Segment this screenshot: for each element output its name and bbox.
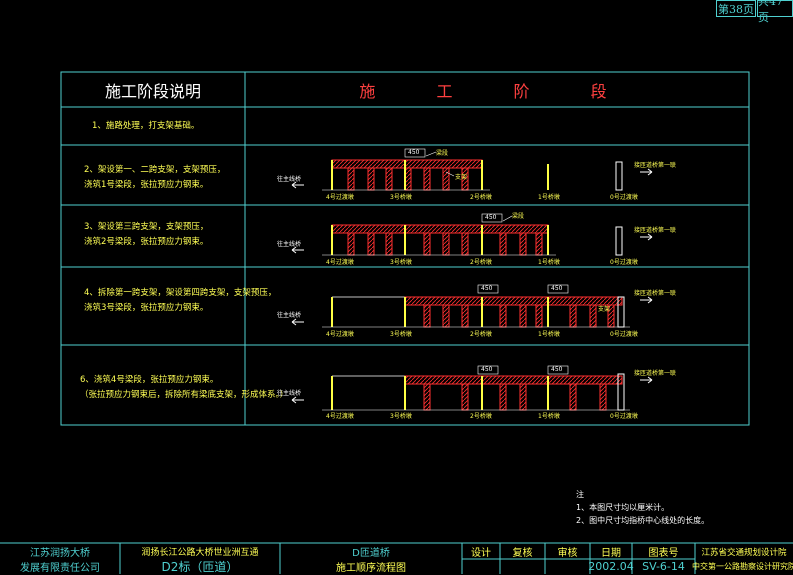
note-2: 2、图中尺寸均指桥中心线处的长度。: [576, 516, 710, 525]
right-direction-label: 接匝道桥第一联: [634, 162, 677, 169]
check-label: 复核: [512, 548, 533, 559]
drawing-name-2: 施工顺序流程图: [336, 563, 406, 574]
diagram-stage-6: [291, 365, 653, 411]
header-stage-description: 施工阶段说明: [104, 81, 201, 101]
project-name-1: 润扬长江公路大桥世业洲互通: [141, 548, 259, 558]
diagram-stage-4: [291, 284, 653, 328]
stage-5-text: 6、浇筑4号梁段，张拉预应力钢束。（张拉预应力钢束后，拆除所有梁底支架，形成体系…: [80, 375, 289, 400]
project-name-2: D2标（匝道）: [161, 560, 239, 574]
date-label: 日期: [601, 548, 621, 559]
diagram-stage-3: [291, 213, 653, 256]
review-label: 审核: [557, 548, 578, 559]
stage-1-text: 1、施路处理，打支架基础。: [92, 121, 200, 131]
drawing-no: SV-6-14: [642, 560, 685, 573]
designer-2: 中交第一公路勘察设计研究院: [692, 562, 793, 571]
designer-1: 江苏省交通规划设计院: [701, 547, 787, 558]
note-1: 1、本图尺寸均以厘米计。: [576, 503, 670, 512]
notes: 注 1、本图尺寸均以厘米计。 2、图中尺寸均指桥中心线处的长度。: [576, 488, 709, 527]
page-current: 第38页: [716, 0, 756, 17]
diagram-stage-2: [291, 148, 653, 191]
client-name-1: 江苏润扬大桥: [30, 548, 90, 559]
drawing-name-1: D匝道桥: [352, 548, 390, 559]
design-label: 设计: [471, 548, 491, 559]
header-stages: 施 工 阶 段: [359, 81, 635, 101]
left-direction-label: 往主线桥: [277, 176, 302, 183]
stage-3-text: 3、架设第三跨支架，支架预压， 浇筑2号梁段，张拉预应力钢束。: [84, 222, 209, 247]
client-name-2: 发展有限责任公司: [20, 563, 100, 574]
stage-2-text: 2、架设第一、二跨支架，支架预压， 浇筑1号梁段，张拉预应力钢束。: [84, 165, 226, 190]
date-value: 2002.04: [588, 560, 634, 573]
stage-4-text: 4、拆除第一跨支架，架设第四跨支架，支架预压， 浇筑3号梁段，张拉预应力钢束。: [84, 288, 277, 313]
notes-title: 注: [576, 490, 584, 499]
drawing-no-label: 图表号: [648, 548, 679, 559]
